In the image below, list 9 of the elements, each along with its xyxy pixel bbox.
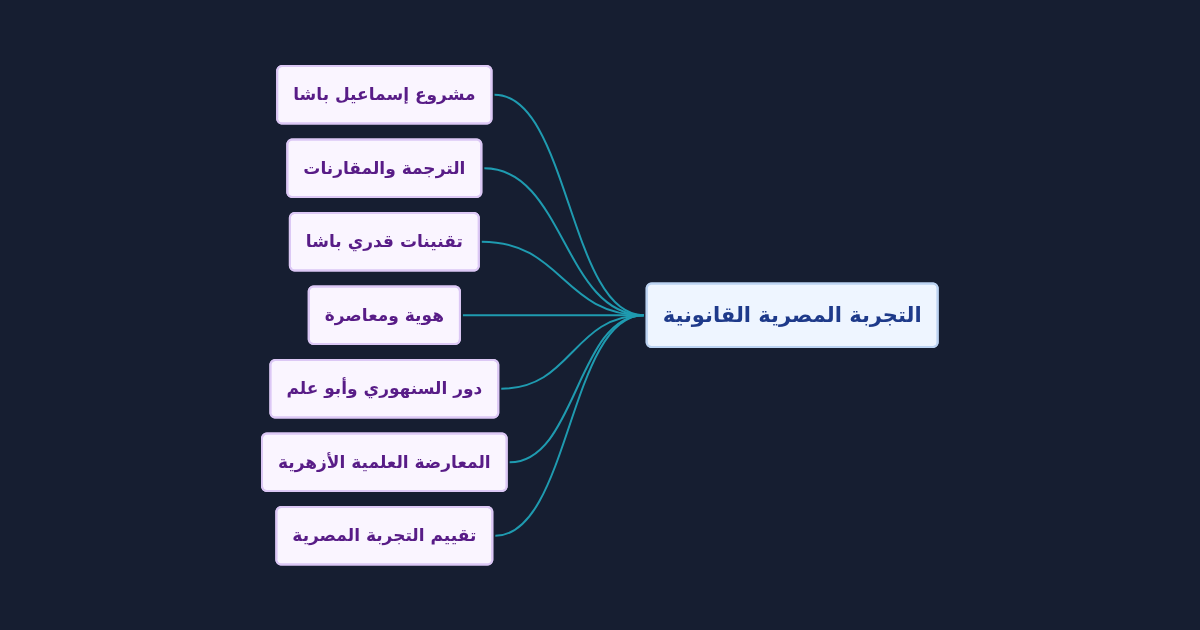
connector-line — [494, 314, 645, 537]
topic-box: تقييم التجربة المصرية — [275, 505, 494, 566]
topic-box: الترجمة والمقارنات — [286, 138, 483, 198]
topic-box: دور السنهوري وأبو علم — [269, 358, 500, 419]
root-topic-box: التجربة المصرية القانونية — [645, 282, 939, 348]
topic-box: تقنينات قدري باشا — [289, 211, 480, 272]
topic-box: هوية ومعاصرة — [307, 285, 462, 345]
topic-box: مشروع إسماعيل باشا — [276, 64, 493, 125]
topic-box: المعارضة العلمية الأزهرية — [261, 432, 508, 492]
